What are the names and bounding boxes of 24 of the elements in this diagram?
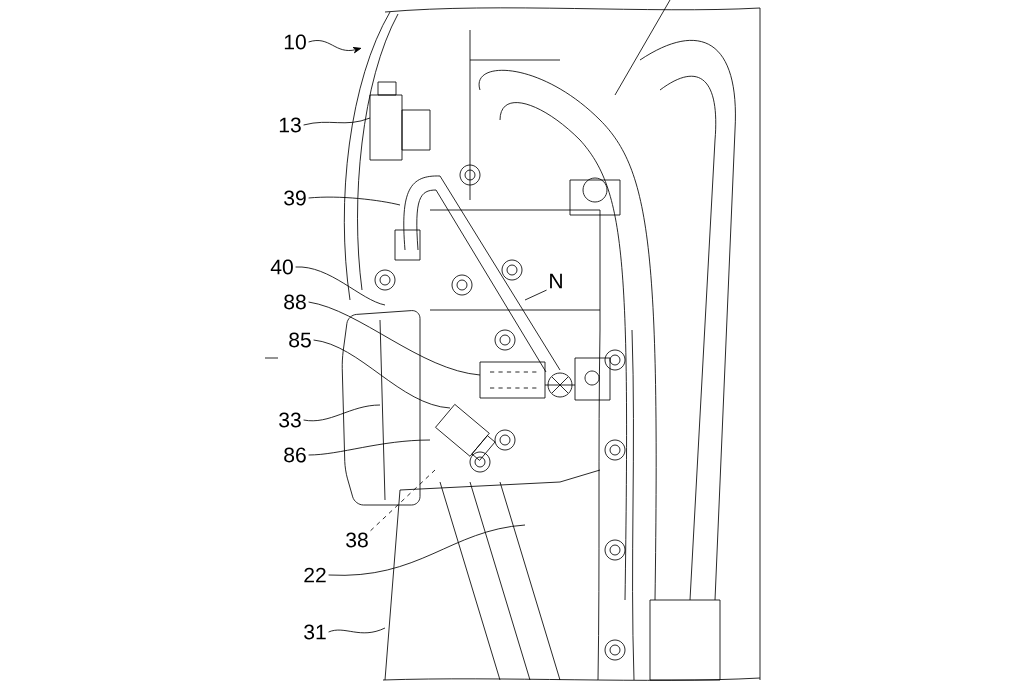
callout-number: 13 <box>279 117 301 133</box>
leader-line <box>295 266 386 306</box>
leader-line <box>303 404 381 422</box>
leader-line <box>308 40 362 54</box>
leader-line <box>308 439 431 456</box>
callout-number: 10 <box>284 34 306 50</box>
callout-number: 40 <box>270 259 293 275</box>
leader-line <box>328 627 386 634</box>
leader-line <box>328 524 526 576</box>
leader-line <box>303 117 371 126</box>
callout-number: 88 <box>284 294 306 310</box>
callout-number: 85 <box>289 332 311 348</box>
callout-number: 38 <box>346 532 368 548</box>
callout-number: 86 <box>284 447 306 463</box>
callout-number: 31 <box>304 624 326 640</box>
leader-line <box>308 301 481 376</box>
callout-number: 33 <box>279 412 301 428</box>
leader-line <box>313 339 451 409</box>
leader-line <box>370 469 436 532</box>
leader-line <box>308 196 401 206</box>
leader-line <box>524 289 547 301</box>
callout-number: 39 <box>284 190 306 206</box>
callout-number: 22 <box>304 567 326 583</box>
callout-number: N <box>550 273 562 289</box>
